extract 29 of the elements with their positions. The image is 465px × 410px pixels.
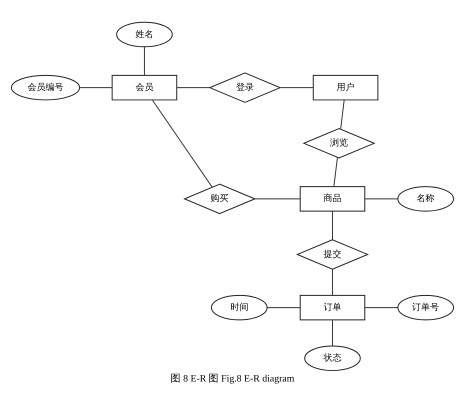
connector <box>332 268 333 296</box>
node-diamond: 登录 <box>208 72 282 103</box>
connector <box>79 87 112 88</box>
node-ellipse: 名称 <box>397 186 454 212</box>
connector <box>332 320 333 346</box>
node-ellipse: 会员编号 <box>10 74 80 100</box>
node-box: 会员 <box>112 74 178 100</box>
connector <box>280 87 314 88</box>
connector <box>152 100 213 188</box>
connector <box>340 100 345 130</box>
node-diamond: 购买 <box>183 184 256 214</box>
node-box: 商品 <box>300 186 366 212</box>
node-ellipse: 订单号 <box>397 294 454 320</box>
caption: 图 8 E-R 图 Fig.8 E-R diagram <box>170 374 294 385</box>
connector <box>254 198 301 200</box>
connector <box>333 156 338 187</box>
node-ellipse: 时间 <box>211 294 268 320</box>
connector <box>364 198 398 200</box>
connector <box>176 87 210 88</box>
node-diamond: 浏览 <box>302 128 376 159</box>
node-ellipse: 状态 <box>304 346 361 372</box>
connector <box>364 307 398 308</box>
connector <box>266 307 301 308</box>
node-box: 订单 <box>300 294 366 320</box>
node-diamond: 提交 <box>296 239 369 270</box>
connector <box>144 46 145 76</box>
node-ellipse: 姓名 <box>116 22 173 48</box>
node-box: 用户 <box>312 74 378 100</box>
connector <box>332 210 333 240</box>
